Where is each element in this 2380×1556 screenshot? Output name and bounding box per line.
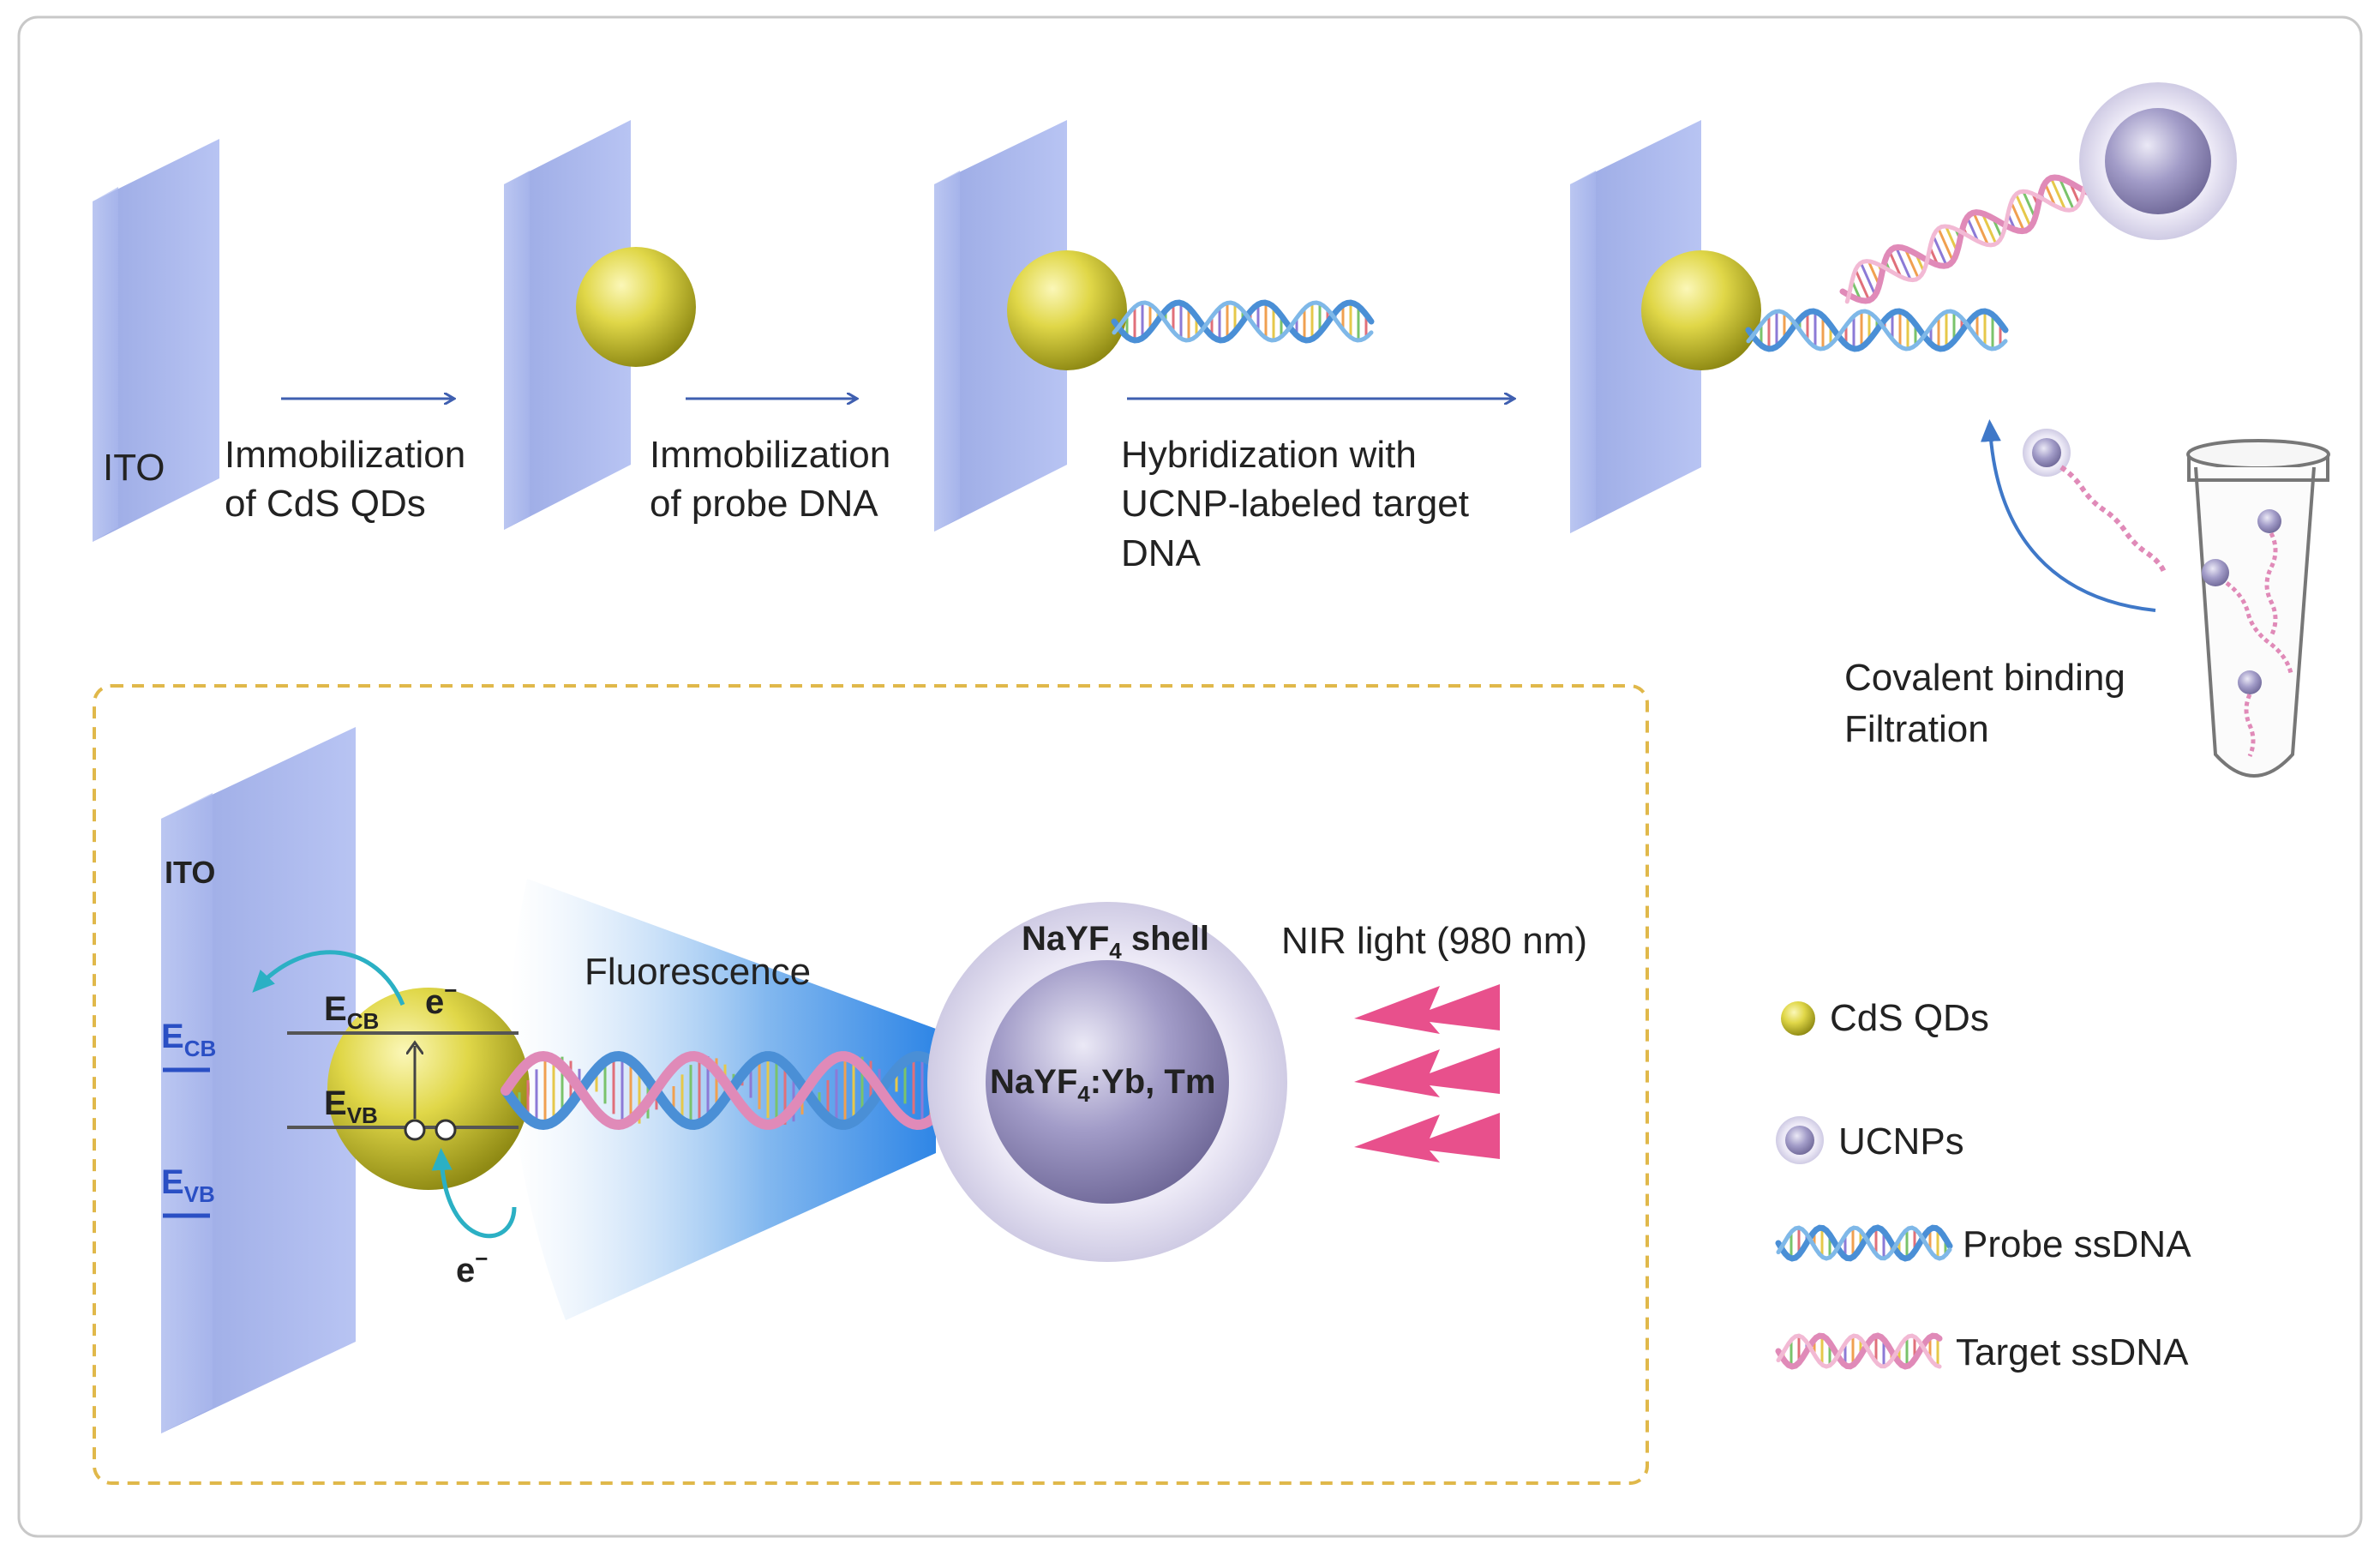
ucnp-core-step4 bbox=[2105, 108, 2211, 214]
nir-label: NIR light (980 nm) bbox=[1281, 920, 1587, 962]
ito-electrode-1 bbox=[93, 139, 219, 542]
legend-label-cds: CdS QDs bbox=[1830, 997, 1989, 1039]
hole-2 bbox=[435, 1119, 457, 1141]
ito-electrode-4 bbox=[1570, 120, 1701, 533]
ito-ecb-label: ECB bbox=[161, 1018, 216, 1061]
cds-ecb-label: ECB bbox=[324, 990, 379, 1034]
step3-label-line2: UCNP-labeled target bbox=[1121, 483, 1469, 525]
side-label-line1: Covalent binding bbox=[1844, 657, 2125, 699]
cds-qd-sphere-icon bbox=[1781, 1001, 1815, 1036]
probe-dna-helix-icon bbox=[1775, 1224, 1953, 1262]
legend-label-target: Target ssDNA bbox=[1956, 1331, 2189, 1373]
ito-electrode-detail bbox=[161, 727, 356, 1433]
legend-label-ucnp: UCNPs bbox=[1838, 1120, 1964, 1162]
ucnp-side-free-core bbox=[2032, 438, 2061, 467]
binding-arrow bbox=[1980, 419, 2156, 612]
target-dna-helix-icon bbox=[1775, 1332, 1943, 1370]
legend-label-probe: Probe ssDNA bbox=[1963, 1223, 2191, 1265]
cds-evb-label: EVB bbox=[324, 1084, 378, 1128]
ito-label-detail: ITO bbox=[165, 855, 215, 890]
shell-label: NaYF4 shell bbox=[1022, 920, 1209, 964]
ucnp-sphere-icon-core bbox=[1785, 1126, 1814, 1155]
cds-qd-step2 bbox=[576, 247, 696, 367]
filtration-tube-icon bbox=[2186, 439, 2330, 778]
ito-electrode-3 bbox=[934, 120, 1067, 532]
electron-transfer-arrow-top bbox=[252, 950, 405, 1006]
electron-label-top: e− bbox=[425, 977, 457, 1021]
side-label-line2: Filtration bbox=[1844, 708, 1989, 750]
dna-duplex-detail bbox=[501, 1050, 956, 1131]
ito-label-top: ITO bbox=[103, 447, 165, 489]
probe-dna-step3 bbox=[1111, 299, 1375, 344]
cds-qd-detail bbox=[327, 988, 530, 1190]
step1-label-line1: Immobilization bbox=[225, 434, 465, 476]
nir-light-icon bbox=[1354, 984, 1500, 1162]
step3-label-line3: DNA bbox=[1121, 532, 1202, 574]
step3-label-line1: Hybridization with bbox=[1121, 434, 1417, 476]
core-label: NaYF4:Yb, Tm bbox=[990, 1063, 1215, 1107]
electron-transfer-arrow-bottom bbox=[431, 1148, 517, 1239]
ucnp-core-detail bbox=[986, 960, 1229, 1204]
ito-electrode-2 bbox=[504, 120, 631, 530]
step2-label-line1: Immobilization bbox=[650, 434, 890, 476]
electron-label-bottom: e− bbox=[456, 1246, 488, 1289]
ito-evb-label: EVB bbox=[161, 1163, 215, 1207]
hole-1 bbox=[404, 1119, 426, 1141]
detail-box bbox=[93, 684, 1649, 1485]
cds-qd-step4 bbox=[1641, 250, 1761, 370]
step2-label-line2: of probe DNA bbox=[650, 483, 878, 525]
probe-dna-step4 bbox=[1745, 308, 2009, 352]
outer-frame bbox=[17, 15, 2363, 1538]
step1-label-line2: of CdS QDs bbox=[225, 483, 426, 525]
target-dna-step4 bbox=[1839, 159, 2110, 304]
target-dna-side-free bbox=[2059, 465, 2167, 574]
legend: CdS QDs UCNPs Probe ssDNA Target ssDNA bbox=[1775, 997, 2191, 1373]
cds-qd-step3 bbox=[1007, 250, 1127, 370]
fluorescence-label: Fluorescence bbox=[585, 951, 811, 993]
